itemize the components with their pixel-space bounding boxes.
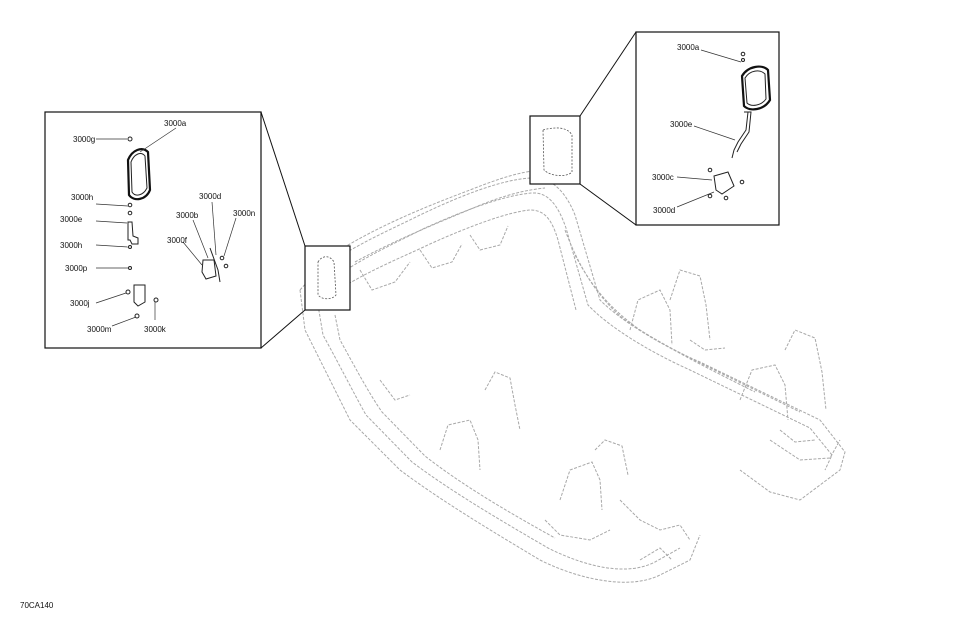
mirror-head-right <box>740 65 772 111</box>
right-label-3: 3000c <box>652 173 674 182</box>
left-mirror-location-box <box>304 245 351 311</box>
left-label-13: 3000k <box>144 325 167 334</box>
left-label-8: 3000f <box>167 236 188 245</box>
left-label-3: 3000h <box>71 193 93 202</box>
left-label-11: 3000j <box>70 299 90 308</box>
left-callout: 3000g 3000a 3000h 3000e 3000d 3000b 3000… <box>44 111 306 349</box>
bracket-icon <box>133 284 146 307</box>
left-label-1: 3000g <box>73 135 95 144</box>
right-label-4: 3000d <box>653 206 675 215</box>
left-label-4: 3000e <box>60 215 83 224</box>
right-label-2: 3000e <box>670 120 693 129</box>
right-label-1: 3000a <box>677 43 700 52</box>
mirror-head <box>126 148 152 201</box>
vehicle-frame-drawing <box>299 169 846 583</box>
bracket-icon-right <box>713 171 735 195</box>
left-label-5: 3000d <box>199 192 221 201</box>
left-label-6: 3000b <box>176 211 199 220</box>
left-label-10: 3000p <box>65 264 88 273</box>
left-label-9: 3000h <box>60 241 82 250</box>
left-label-7: 3000n <box>233 209 255 218</box>
drawing-code: 70CA140 <box>20 601 54 610</box>
clamp-icon <box>201 259 217 280</box>
right-callout: 3000a 3000e 3000c 3000d <box>579 31 780 226</box>
right-mirror-location-box <box>529 115 581 185</box>
left-label-2: 3000a <box>164 119 187 128</box>
left-label-12: 3000m <box>87 325 112 334</box>
nut-icon <box>127 136 133 142</box>
